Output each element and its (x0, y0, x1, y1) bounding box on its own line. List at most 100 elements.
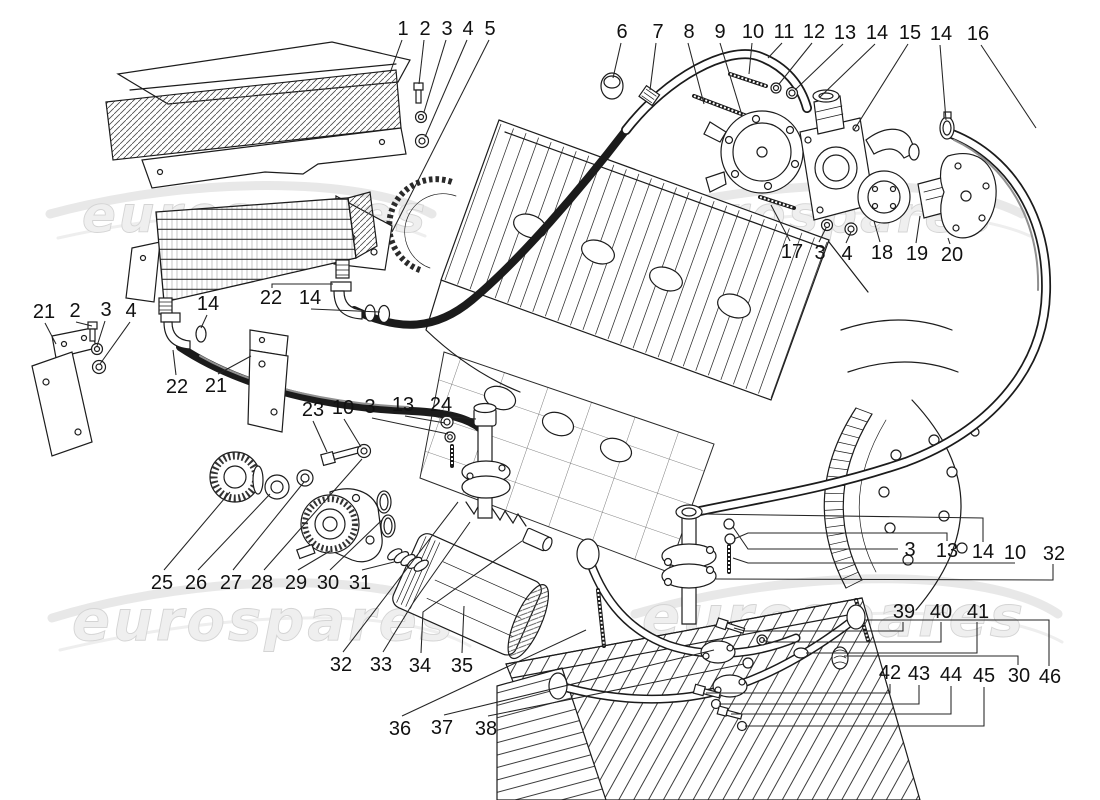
relief-plunger (522, 527, 553, 552)
elbow-fitting-left (160, 312, 207, 350)
rotor-hole (871, 202, 879, 210)
pipe-flange-plate (700, 640, 736, 664)
callout-2: 2 (69, 300, 80, 322)
leader-line-10 (748, 42, 753, 75)
flange-tab (703, 121, 727, 143)
gasket-port (541, 411, 575, 437)
nut-inner (443, 418, 451, 426)
bolt-hole (982, 182, 990, 190)
callout-12: 12 (803, 21, 825, 43)
flange-hole (738, 678, 746, 686)
flange-hole (365, 535, 375, 545)
callout-3: 3 (100, 299, 111, 321)
callout-46: 46 (1039, 666, 1061, 688)
callout-32: 32 (330, 654, 352, 676)
callout-36: 36 (389, 718, 411, 740)
mount-hole (370, 248, 378, 256)
stud-threads (335, 264, 350, 276)
bracket-hole (270, 408, 278, 416)
ring-gear-tooth (841, 571, 859, 580)
cam-pulley-teeth (386, 176, 454, 273)
callout-20: 20 (941, 244, 963, 266)
cam-cover-fin (770, 241, 828, 399)
ring-gear-tooth (837, 564, 856, 572)
flange-hole (663, 577, 673, 587)
leader-line-29 (297, 550, 331, 571)
leader-line-20 (947, 237, 951, 245)
bolt-shank (89, 328, 96, 342)
leader-line-15 (853, 43, 909, 131)
flange-hole (702, 652, 710, 660)
leader-line-10 (732, 557, 1015, 564)
callout-1: 1 (397, 18, 408, 40)
cooler-core (155, 197, 357, 303)
cooler-mount-left (125, 241, 161, 303)
callout-3: 3 (441, 18, 452, 40)
cover-center (960, 190, 972, 202)
callout-22: 22 (166, 376, 188, 398)
leader-line-24 (441, 415, 477, 420)
leader-line-43 (719, 685, 920, 705)
shroud-edge (129, 63, 397, 91)
flange-hole (351, 493, 361, 503)
fasteners-center (320, 415, 456, 468)
leader-line-4 (424, 39, 468, 138)
cam-cover-fin (758, 237, 815, 394)
nut-inner (847, 225, 855, 233)
ring-gear-inner (842, 413, 873, 581)
callout-9: 9 (714, 21, 725, 43)
fasteners-top (413, 82, 430, 149)
callout-3: 3 (814, 242, 825, 264)
ring-gear-tooth (825, 524, 845, 528)
leader-line-27 (232, 481, 305, 571)
threaded-insert-coils (833, 649, 847, 665)
standpipe-flange (461, 475, 511, 499)
callout-13: 13 (834, 22, 856, 44)
flange-hole (498, 464, 506, 472)
leader-line-40 (762, 622, 942, 643)
flange-hole (726, 644, 734, 652)
leader-line-2 (75, 321, 93, 327)
leader-line-3 (423, 39, 447, 113)
sender-tab (296, 543, 316, 560)
pipe-bolt (692, 683, 722, 699)
nut (723, 518, 735, 530)
air-shroud (105, 41, 411, 189)
oil-pipes (548, 538, 866, 732)
knurled-cap-center (223, 465, 247, 489)
hose-ring-inner (681, 507, 697, 517)
leader-line-12 (778, 42, 813, 85)
shroud-screw (156, 168, 164, 176)
leader-line-25 (163, 491, 231, 571)
callout-21: 21 (33, 301, 55, 323)
callout-8: 8 (683, 21, 694, 43)
bolt-hole (790, 159, 800, 169)
cam-cover-fin (733, 228, 790, 385)
washer-inner (772, 84, 780, 92)
cam-cover-fin (457, 128, 514, 285)
ring-gear-tooth (823, 508, 844, 511)
callout-10: 10 (332, 397, 354, 419)
flywheel-hole (890, 449, 902, 461)
cam-cover-fin (482, 137, 539, 294)
bolt-shank (415, 89, 422, 104)
leader-line-10 (343, 418, 362, 448)
cam-cover-edge (504, 131, 825, 249)
hose-highlight (953, 139, 1040, 291)
bracket-hole (258, 336, 266, 344)
callout-31: 31 (349, 572, 371, 594)
leader-line-2 (418, 39, 425, 85)
leader-line-7 (649, 42, 657, 91)
callout-41: 41 (967, 601, 989, 623)
engine-block-gasket-face (419, 351, 715, 573)
callout-35: 35 (451, 655, 473, 677)
rotor-hole (889, 202, 897, 210)
callout-38: 38 (475, 718, 497, 740)
hex-plug-inner (270, 480, 284, 494)
callout-43: 43 (908, 663, 930, 685)
callout-11: 11 (774, 21, 795, 43)
leader-line-36 (401, 629, 587, 717)
ring-gear-tooth (850, 416, 868, 423)
leader-line-35 (461, 605, 465, 654)
